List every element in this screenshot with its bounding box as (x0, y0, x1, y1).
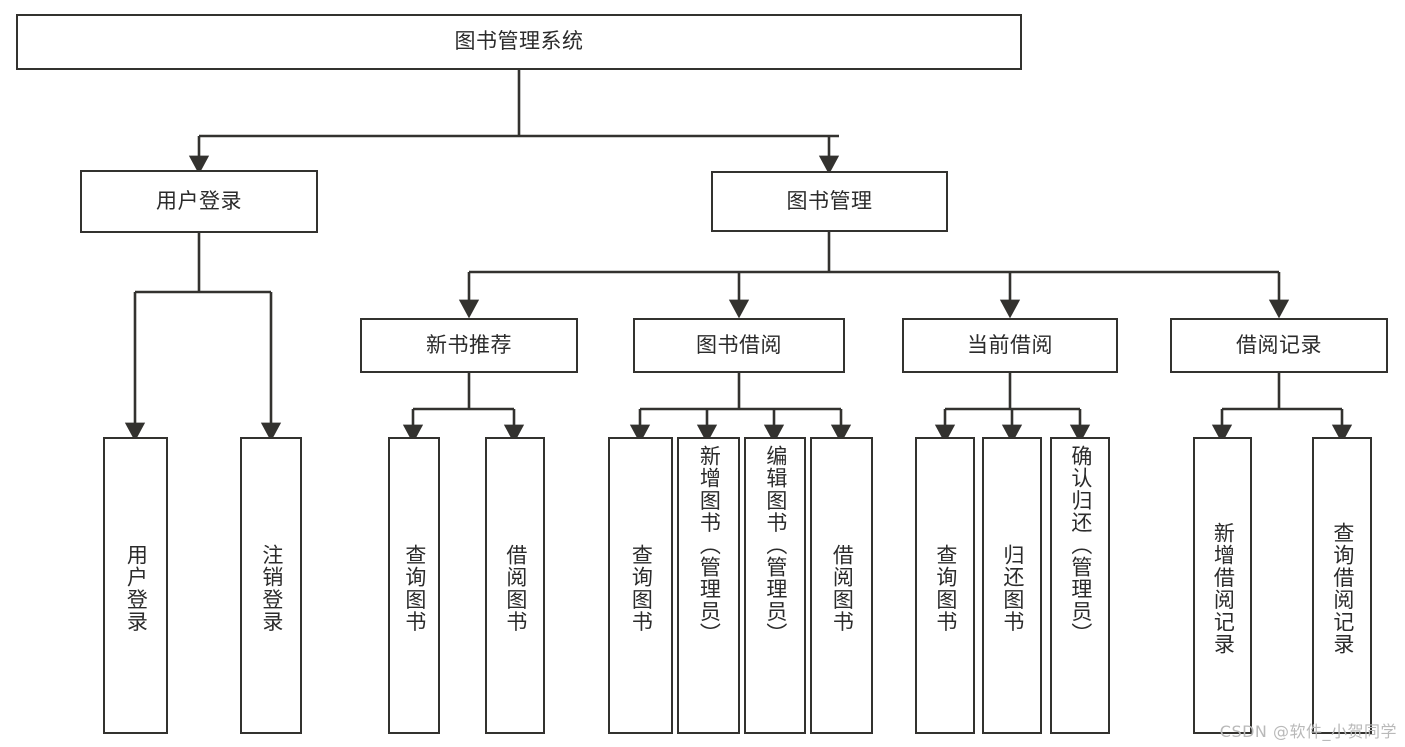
leaf-user-login-logout[interactable]: 注销登录 (240, 437, 302, 734)
leaf-book-borrow-edit[interactable]: 编辑图书（管理员） (744, 437, 806, 734)
node-book-management-label: 图书管理 (786, 188, 873, 213)
node-current-borrow-label: 当前借阅 (967, 332, 1053, 357)
leaf-new-book-borrow[interactable]: 借阅图书 (485, 437, 545, 734)
node-new-book-recommend-label: 新书推荐 (426, 332, 512, 357)
node-root-library-system[interactable]: 图书管理系统 (16, 14, 1022, 70)
leaf-book-borrow-borrow[interactable]: 借阅图书 (810, 437, 873, 734)
node-user-login[interactable]: 用户登录 (80, 170, 318, 233)
node-book-management[interactable]: 图书管理 (711, 171, 948, 232)
leaf-book-borrow-add-label: 新增图书（管理员） (697, 445, 722, 645)
leaf-user-login-logout-label: 注销登录 (259, 544, 284, 633)
leaf-user-login-login[interactable]: 用户登录 (103, 437, 168, 734)
node-borrow-record[interactable]: 借阅记录 (1170, 318, 1388, 373)
leaf-borrow-record-add-label: 新增借阅记录 (1211, 521, 1236, 656)
leaf-user-login-login-label: 用户登录 (124, 544, 149, 633)
node-book-borrow-label: 图书借阅 (696, 332, 782, 357)
node-borrow-record-label: 借阅记录 (1236, 332, 1322, 357)
leaf-new-book-query-label: 查询图书 (402, 544, 427, 633)
leaf-book-borrow-add[interactable]: 新增图书（管理员） (677, 437, 740, 734)
node-new-book-recommend[interactable]: 新书推荐 (360, 318, 578, 373)
leaf-current-borrow-return[interactable]: 归还图书 (982, 437, 1042, 734)
leaf-new-book-borrow-label: 借阅图书 (503, 544, 528, 633)
leaf-new-book-query[interactable]: 查询图书 (388, 437, 440, 734)
node-current-borrow[interactable]: 当前借阅 (902, 318, 1118, 373)
leaf-current-borrow-query-label: 查询图书 (933, 544, 958, 633)
leaf-book-borrow-query-label: 查询图书 (629, 544, 654, 633)
leaf-book-borrow-borrow-label: 借阅图书 (830, 544, 855, 633)
leaf-current-borrow-query[interactable]: 查询图书 (915, 437, 975, 734)
leaf-current-borrow-return-label: 归还图书 (1000, 544, 1025, 633)
leaf-current-borrow-confirm-label: 确认归还（管理员） (1068, 445, 1093, 645)
leaf-book-borrow-edit-label: 编辑图书（管理员） (763, 445, 788, 645)
node-book-borrow[interactable]: 图书借阅 (633, 318, 845, 373)
leaf-borrow-record-add[interactable]: 新增借阅记录 (1193, 437, 1252, 734)
node-user-login-label: 用户登录 (156, 188, 242, 213)
leaf-borrow-record-query[interactable]: 查询借阅记录 (1312, 437, 1372, 734)
leaf-book-borrow-query[interactable]: 查询图书 (608, 437, 673, 734)
leaf-borrow-record-query-label: 查询借阅记录 (1330, 521, 1355, 656)
leaf-current-borrow-confirm[interactable]: 确认归还（管理员） (1050, 437, 1110, 734)
node-root-label: 图书管理系统 (454, 29, 584, 54)
